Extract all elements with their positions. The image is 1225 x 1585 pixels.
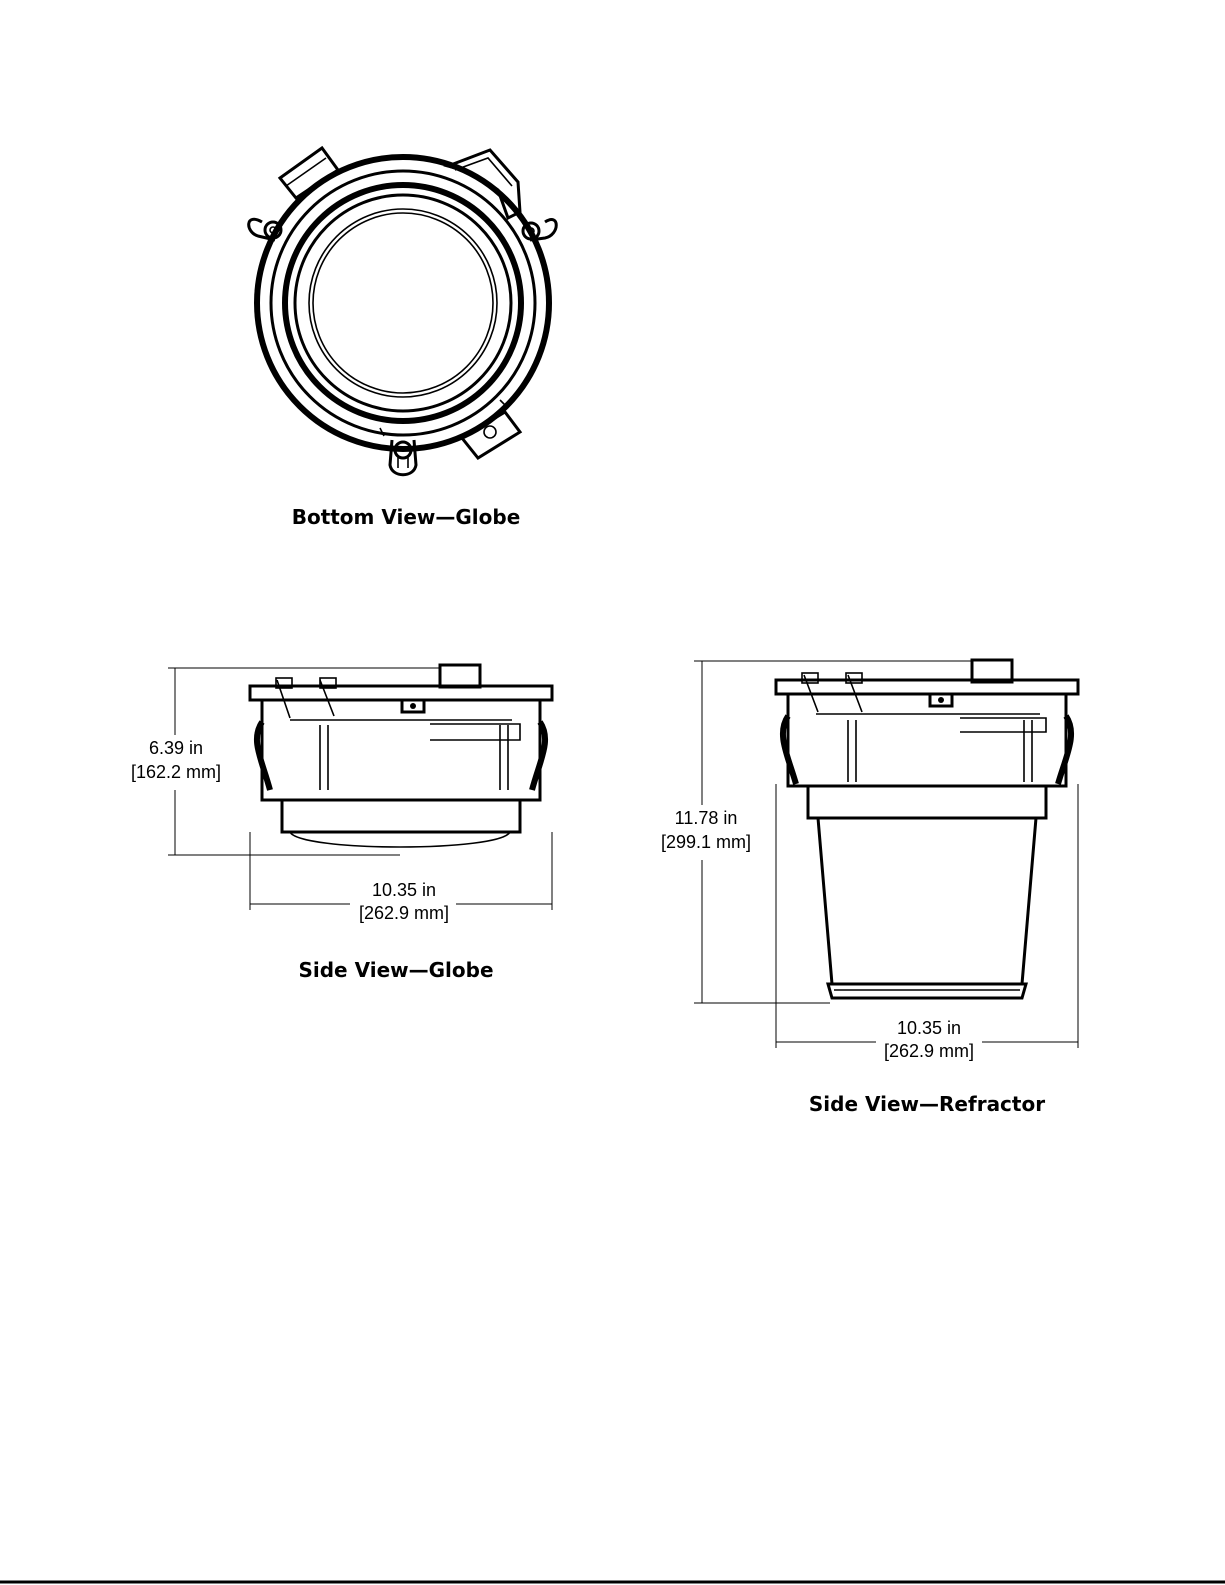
side-view-globe: 6.39 in [162.2 mm] 10.35 in [262.9 mm] S…	[131, 665, 552, 982]
side-refractor-height-dimension: 11.78 in [299.1 mm]	[661, 661, 972, 1003]
side-refractor-width-in: 10.35 in	[897, 1018, 961, 1038]
bottom-view-caption: Bottom View—Globe	[292, 505, 521, 529]
side-refractor-caption: Side View—Refractor	[809, 1092, 1045, 1116]
side-globe-width-mm: [262.9 mm]	[359, 903, 449, 923]
right-mounting-ear	[523, 219, 556, 240]
left-mounting-ear	[249, 219, 281, 240]
bottom-view-globe: Bottom View—Globe	[249, 148, 557, 529]
side-refractor-height-mm: [299.1 mm]	[661, 832, 751, 852]
bottom-mounting-ear	[390, 440, 416, 475]
side-globe-height-in: 6.39 in	[149, 738, 203, 758]
side-refractor-width-mm: [262.9 mm]	[884, 1041, 974, 1061]
side-globe-caption: Side View—Globe	[298, 958, 493, 982]
side-globe-width-in: 10.35 in	[372, 880, 436, 900]
side-globe-height-mm: [162.2 mm]	[131, 762, 221, 782]
side-view-refractor: 11.78 in [299.1 mm] 10.35 in [262.9 mm] …	[661, 660, 1078, 1116]
side-refractor-height-in: 11.78 in	[675, 808, 738, 828]
side-globe-height-dimension: 6.39 in [162.2 mm]	[131, 668, 440, 855]
side-refractor-width-dimension: 10.35 in [262.9 mm]	[776, 784, 1078, 1061]
side-globe-width-dimension: 10.35 in [262.9 mm]	[250, 832, 552, 923]
top-left-tab	[280, 148, 338, 198]
